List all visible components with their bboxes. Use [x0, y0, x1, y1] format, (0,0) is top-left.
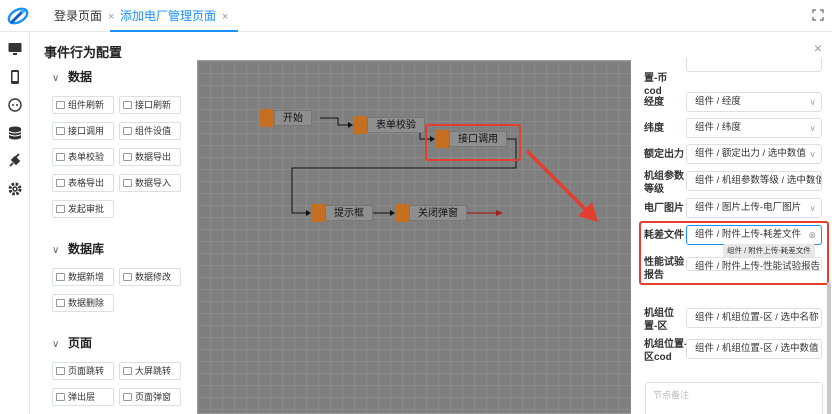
top-bar: 登录页面× 添加电厂管理页面× — [0, 0, 832, 32]
value-tooltip: 组件 / 附件上传-耗差文件 — [723, 244, 815, 257]
robot-icon[interactable] — [7, 97, 23, 113]
arrow-head — [390, 210, 395, 216]
plant-image-select[interactable]: 组件 / 图片上传-电厂图片∨ — [686, 198, 822, 218]
tab-close-icon[interactable]: × — [108, 11, 115, 23]
arrow-head — [430, 136, 435, 142]
panel-title: 事件行为配置 — [44, 45, 123, 60]
rated-output-select[interactable]: 组件 / 额定出力 / 选中数值∨ — [686, 144, 822, 164]
action-data-import[interactable]: 数据导入 — [119, 174, 181, 192]
longitude-select[interactable]: 组件 / 经度∨ — [686, 92, 822, 112]
side-rail — [0, 32, 30, 414]
connector-apicall-tip — [291, 138, 517, 214]
chevron-down-icon: ∨ — [809, 97, 816, 107]
clear-icon: ⊗ — [808, 230, 816, 240]
group-header-database[interactable]: ∨数据库 — [52, 242, 105, 256]
performance-report-select[interactable]: 组件 / 附件上传-性能试验报告∨ — [686, 257, 822, 271]
group-header-page[interactable]: ∨页面 — [52, 336, 93, 350]
highlight-consumption-file — [639, 221, 829, 285]
unit-param-level-select[interactable]: 组件 / 机组参数等级 / 选中数值∨ — [686, 171, 822, 191]
action-table-export[interactable]: 表格导出 — [52, 174, 114, 192]
chevron-down-icon: ∨ — [809, 313, 816, 323]
action-component-set-value[interactable]: 组件设值 — [119, 122, 181, 140]
node-config-form: 置-币cod 经度 组件 / 经度∨ 纬度 组件 / 纬度∨ 额定出力 组件 /… — [631, 58, 832, 414]
fullscreen-icon[interactable] — [812, 9, 824, 21]
action-screen-jump[interactable]: 大屏跳转 — [119, 362, 181, 380]
action-data-export[interactable]: 数据导出 — [119, 148, 181, 166]
close-panel-button[interactable]: × — [813, 40, 822, 56]
action-data-delete[interactable]: 数据删除 — [52, 294, 114, 312]
latitude-select[interactable]: 组件 / 纬度∨ — [686, 118, 822, 138]
chevron-down-icon: ∨ — [809, 262, 816, 271]
plug-icon[interactable] — [7, 153, 23, 169]
tab-login-page[interactable]: 登录页面× — [54, 9, 115, 23]
action-data-add[interactable]: 数据新增 — [52, 268, 114, 286]
unit-location-district-select[interactable]: 组件 / 机组位置-区 / 选中名称∨ — [686, 308, 822, 328]
highlight-api-call-box — [425, 124, 521, 161]
chevron-down-icon: ∨ — [809, 344, 816, 354]
app-logo-icon — [7, 7, 29, 25]
tab-add-plant-page[interactable]: 添加电厂管理页面× — [110, 0, 239, 32]
arrow-head — [348, 122, 353, 128]
chevron-down-icon: ∨ — [809, 203, 816, 213]
event-config-panel: 事件行为配置 × ∨数据 组件刷新 接口刷新 接口调用 组件设值 表单校验 数据… — [30, 32, 832, 414]
action-component-refresh[interactable]: 组件刷新 — [52, 96, 114, 114]
chevron-down-icon: ∨ — [809, 176, 816, 186]
action-page-jump[interactable]: 页面跳转 — [52, 362, 114, 380]
arrow-head — [306, 210, 311, 216]
action-data-edit[interactable]: 数据修改 — [119, 268, 181, 286]
monitor-icon[interactable] — [7, 41, 23, 57]
scrollbar[interactable] — [827, 282, 831, 414]
group-header-data[interactable]: ∨数据 — [52, 70, 93, 84]
chevron-down-icon: ∨ — [809, 123, 816, 133]
tab-close-icon[interactable]: × — [222, 11, 229, 23]
node-remark-textarea[interactable]: 节点备注 — [645, 382, 823, 414]
partial-select[interactable] — [686, 58, 822, 72]
action-page-dialog[interactable]: 页面弹窗 — [119, 388, 181, 406]
action-form-validate[interactable]: 表单校验 — [52, 148, 114, 166]
gear-icon[interactable] — [7, 181, 23, 197]
exit-arrow-head — [496, 210, 503, 216]
unit-location-code-select[interactable]: 组件 / 机组位置-区 / 选中数值∨ — [686, 339, 822, 359]
chevron-down-icon: ∨ — [809, 149, 816, 159]
action-popup-layer[interactable]: 弹出层 — [52, 388, 114, 406]
flow-canvas[interactable]: 开始 表单校验 接口调用 提示框 关闭弹窗 — [197, 60, 633, 414]
action-start-approval[interactable]: 发起审批 — [52, 200, 114, 218]
mobile-icon[interactable] — [7, 69, 23, 85]
connector-start-validate — [320, 117, 348, 126]
action-api-refresh[interactable]: 接口刷新 — [119, 96, 181, 114]
database-icon[interactable] — [7, 125, 23, 141]
action-list: ∨数据 组件刷新 接口刷新 接口调用 组件设值 表单校验 数据导出 表格导出 数… — [30, 62, 195, 414]
action-api-call[interactable]: 接口调用 — [52, 122, 114, 140]
